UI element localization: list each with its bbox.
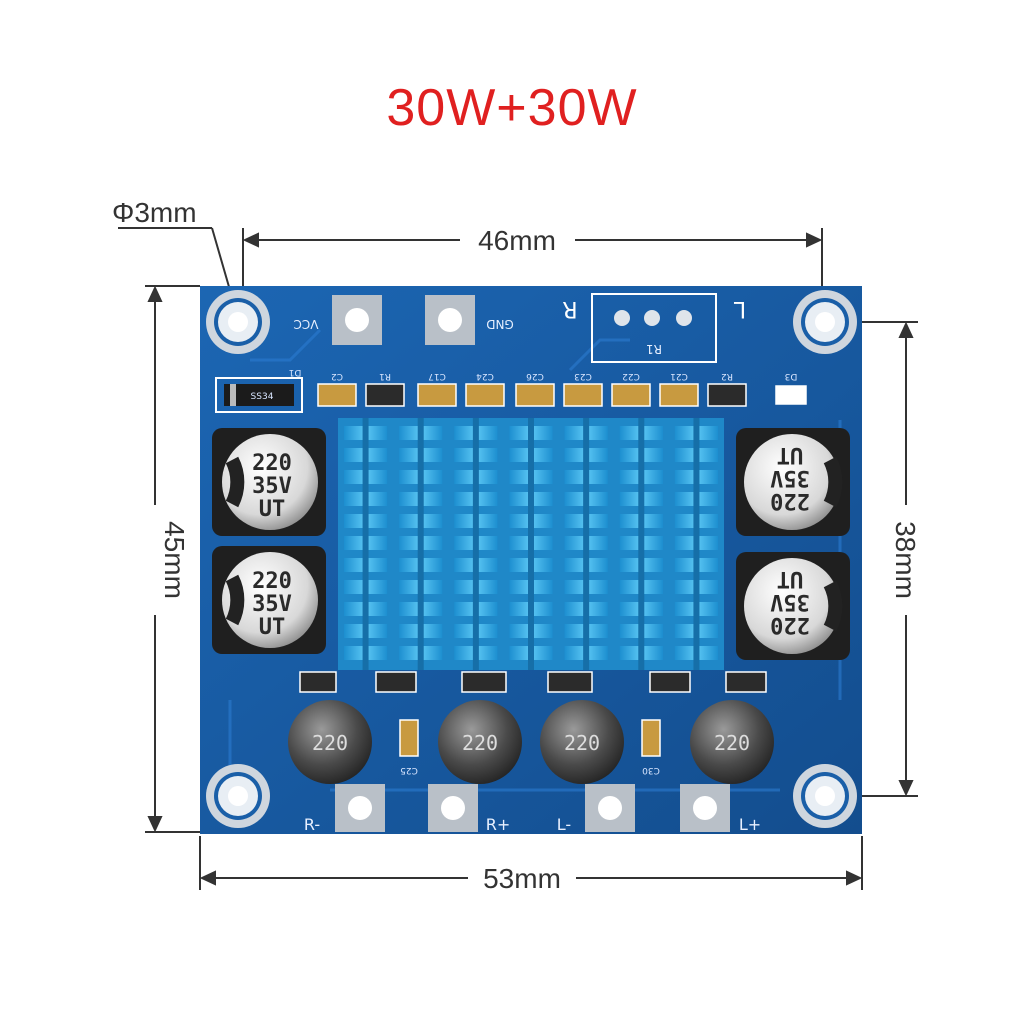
hole-spacing-h-label: 46mm	[478, 225, 556, 256]
capacitor-top-right: 220 35V UT	[736, 428, 850, 536]
terminal-r-minus	[335, 784, 385, 832]
inductor-1: 220	[288, 700, 372, 784]
capacitor-top-left: 220 35V UT	[212, 428, 326, 536]
r-minus-label: R-	[304, 815, 320, 834]
cap-1-brand: UT	[259, 497, 286, 522]
heatsink-groove	[693, 418, 700, 670]
d3-label: D3	[785, 371, 798, 381]
cap-4-voltage: 35V	[770, 589, 810, 614]
vcc-terminal	[332, 295, 382, 345]
terminal-l-plus	[680, 784, 730, 832]
mounting-hole-top-right	[793, 290, 857, 354]
mounting-hole-top-left	[206, 290, 270, 354]
heatsink-groove	[417, 418, 424, 670]
r1-label: R1	[379, 371, 391, 381]
d1-label: D1	[289, 367, 302, 377]
c23-label: C23	[574, 371, 592, 381]
c17-label: C17	[428, 371, 446, 381]
mounting-hole-bottom-left	[206, 764, 270, 828]
cap-1-voltage: 35V	[252, 474, 292, 499]
diode-marking: SS34	[251, 392, 274, 402]
c26-label: C26	[526, 371, 544, 381]
r-channel-label: R	[562, 296, 577, 321]
inductor-3: 220	[540, 700, 624, 784]
board-height-label: 45mm	[159, 521, 190, 599]
c25-label: C25	[400, 765, 418, 775]
r2-label: R2	[721, 371, 733, 381]
l-channel-label: L	[733, 296, 746, 321]
inductor-2: 220	[438, 700, 522, 784]
heatsink	[338, 418, 724, 670]
cap-1-value: 220	[252, 451, 292, 476]
c2-label: C2	[331, 371, 343, 381]
c24-label: C24	[476, 371, 494, 381]
output-terminals	[335, 784, 730, 832]
hole-diameter-label: Φ3mm	[112, 197, 197, 228]
page-title: 30W+30W	[386, 79, 638, 137]
capacitor-bottom-right: 220 35V UT	[736, 552, 850, 660]
hole-spacing-v-label: 38mm	[890, 521, 921, 599]
smd-row-bottom	[299, 671, 767, 757]
r-plus-label: R+	[486, 815, 511, 834]
gnd-label: GND	[486, 317, 514, 331]
heatsink-groove	[583, 418, 590, 670]
pot-header	[591, 293, 717, 363]
cap-4-value: 220	[770, 612, 810, 637]
c30-label: C30	[642, 765, 660, 775]
cap-2-voltage: 35V	[252, 592, 292, 617]
l-minus-label: L-	[557, 815, 571, 834]
heatsink-groove	[362, 418, 369, 670]
smd-row-top	[317, 383, 807, 407]
cap-4-brand: UT	[777, 566, 804, 591]
dimension-lines	[118, 227, 918, 890]
board-width-label: 53mm	[483, 863, 561, 894]
inductor-1-value: 220	[312, 731, 348, 755]
inductor-4-value: 220	[714, 731, 750, 755]
cap-2-value: 220	[252, 569, 292, 594]
c21-label: C21	[670, 371, 688, 381]
c22-label: C22	[622, 371, 640, 381]
inductor-3-value: 220	[564, 731, 600, 755]
pot-label: R1	[646, 342, 662, 356]
heatsink-groove	[638, 418, 645, 670]
gnd-terminal	[425, 295, 475, 345]
mounting-holes	[206, 290, 857, 828]
l-plus-label: L+	[739, 815, 761, 834]
cap-3-brand: UT	[777, 442, 804, 467]
cap-2-brand: UT	[259, 615, 286, 640]
capacitor-bottom-left: 220 35V UT	[212, 546, 326, 654]
cap-3-value: 220	[770, 488, 810, 513]
diode-d1	[215, 377, 303, 413]
inductor-2-value: 220	[462, 731, 498, 755]
heatsink-groove	[472, 418, 479, 670]
cap-3-voltage: 35V	[770, 465, 810, 490]
inductor-4: 220	[690, 700, 774, 784]
heatsink-groove	[528, 418, 534, 670]
mounting-hole-bottom-right	[793, 764, 857, 828]
terminal-r-plus	[428, 784, 478, 832]
vcc-label: VCC	[294, 317, 319, 331]
terminal-l-minus	[585, 784, 635, 832]
